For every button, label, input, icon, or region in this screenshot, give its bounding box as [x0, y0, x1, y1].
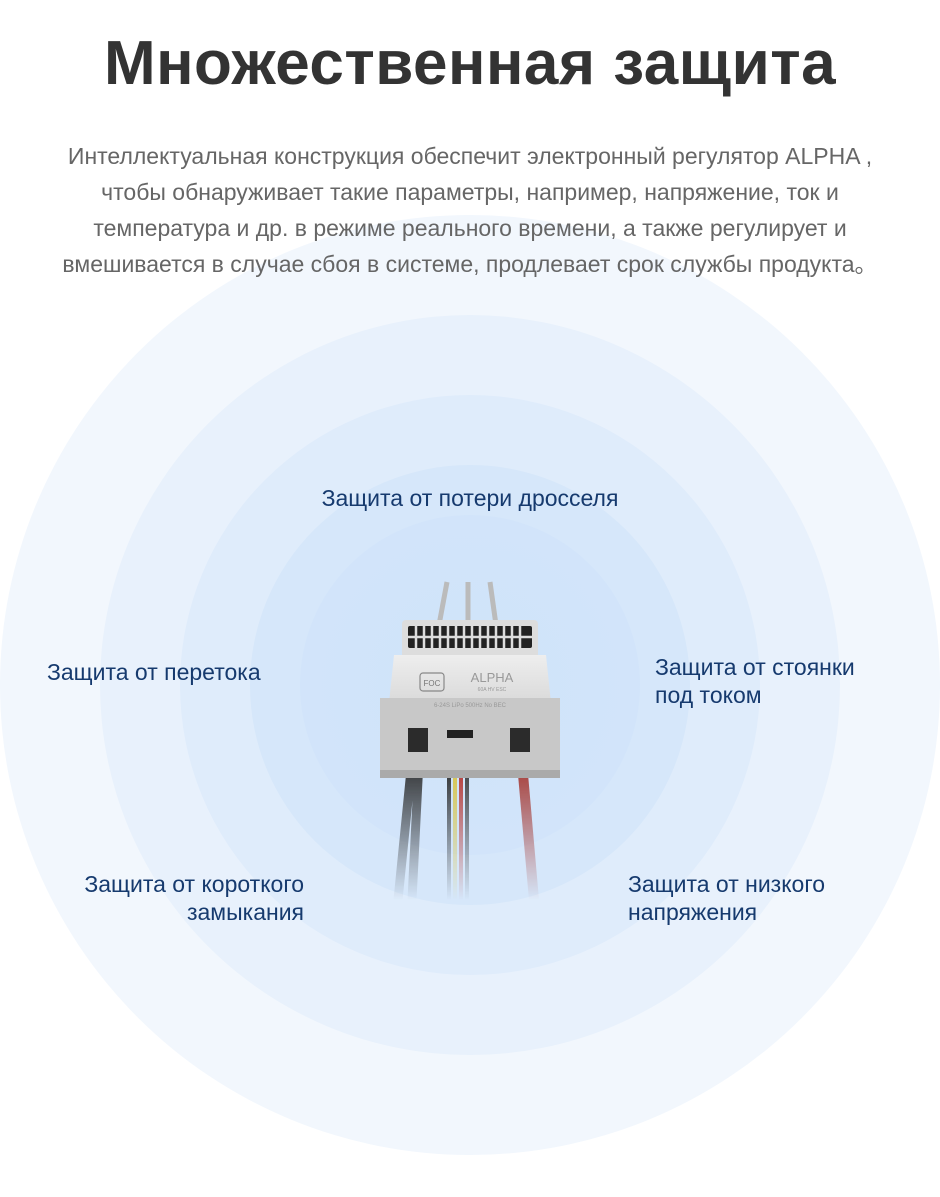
feature-low-voltage: Защита от низкого напряжения: [628, 871, 826, 925]
feature-throttle-loss: Защита от потери дросселя: [321, 485, 619, 511]
product-model: 60A HV ESC: [478, 687, 507, 693]
feature-stall: Защита от стоянки под током: [655, 654, 855, 708]
product-spec: 6-24S LiPo 500Hz No BEC: [434, 703, 507, 709]
product-name: ALPHA: [471, 670, 514, 685]
intro-text: Интеллектуальная конструкция обеспечит э…: [62, 143, 878, 277]
product-badge: FOC: [424, 679, 441, 688]
feature-overcurrent: Защита от перетока: [47, 659, 261, 685]
feature-short-circuit: Защита от короткого замыкания: [84, 871, 304, 925]
esc-product-image: FOC ALPHA 60A HV ESC 6-24S LiPo 500Hz No…: [380, 581, 560, 900]
page-title: Множественная защита: [103, 29, 837, 98]
